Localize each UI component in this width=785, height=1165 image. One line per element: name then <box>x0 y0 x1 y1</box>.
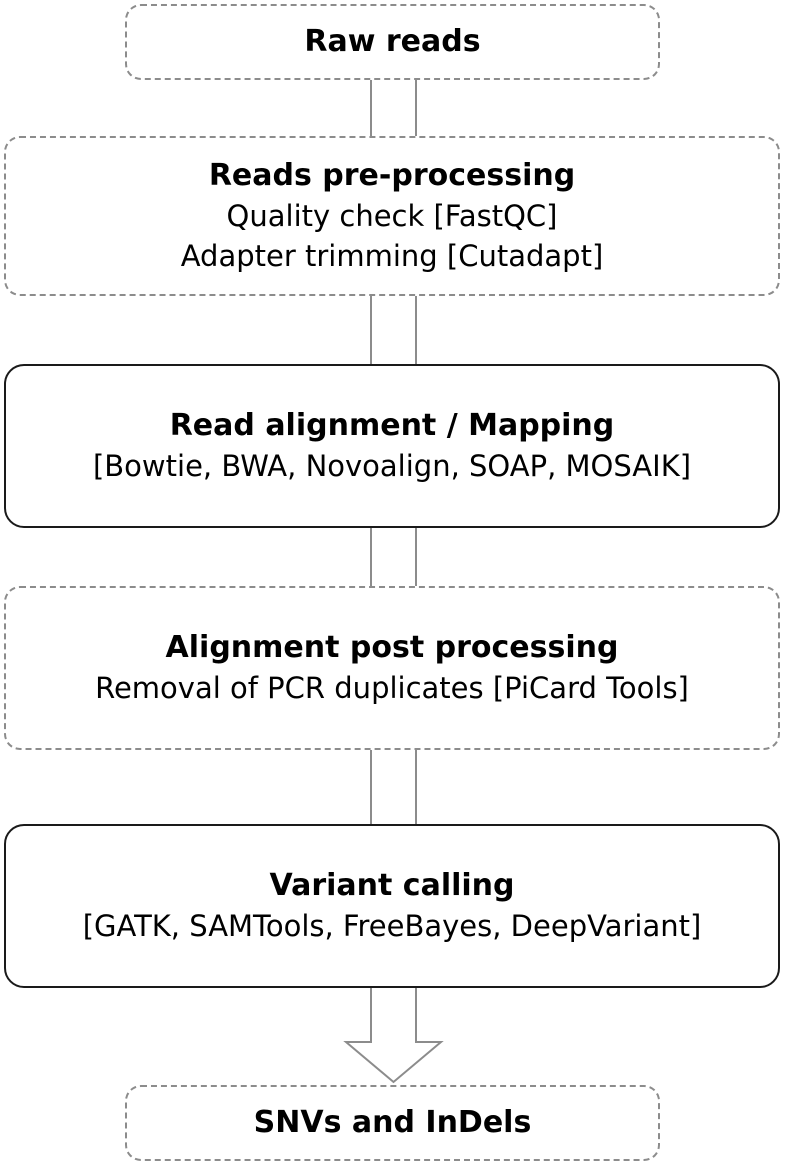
step-detail: Removal of PCR duplicates [PiCard Tools] <box>95 671 689 705</box>
step-detail: [Bowtie, BWA, Novoalign, SOAP, MOSAIK] <box>92 449 692 483</box>
step-variant-calling: Variant calling [GATK, SAMTools, FreeBay… <box>4 824 780 988</box>
step-detail: Quality check [FastQC] <box>226 199 558 233</box>
step-title: Reads pre-processing <box>208 158 576 193</box>
connector-4 <box>370 747 417 827</box>
connector-2 <box>370 293 417 367</box>
step-title: SNVs and InDels <box>253 1105 532 1140</box>
step-raw-reads: Raw reads <box>125 4 660 80</box>
step-read-alignment: Read alignment / Mapping [Bowtie, BWA, N… <box>4 364 780 528</box>
step-detail: [GATK, SAMTools, FreeBayes, DeepVariant] <box>82 909 702 943</box>
connector-3 <box>370 525 417 589</box>
step-title: Variant calling <box>269 868 515 903</box>
step-detail: Adapter trimming [Cutadapt] <box>180 239 604 273</box>
step-alignment-post-processing: Alignment post processing Removal of PCR… <box>4 586 780 750</box>
step-title: Raw reads <box>304 24 481 59</box>
step-reads-preprocessing: Reads pre-processing Quality check [Fast… <box>4 136 780 296</box>
connector-1 <box>370 77 417 139</box>
step-title: Alignment post processing <box>165 630 619 665</box>
step-snvs-indels: SNVs and InDels <box>125 1085 660 1161</box>
step-title: Read alignment / Mapping <box>169 408 615 443</box>
down-arrow-icon <box>343 985 444 1084</box>
